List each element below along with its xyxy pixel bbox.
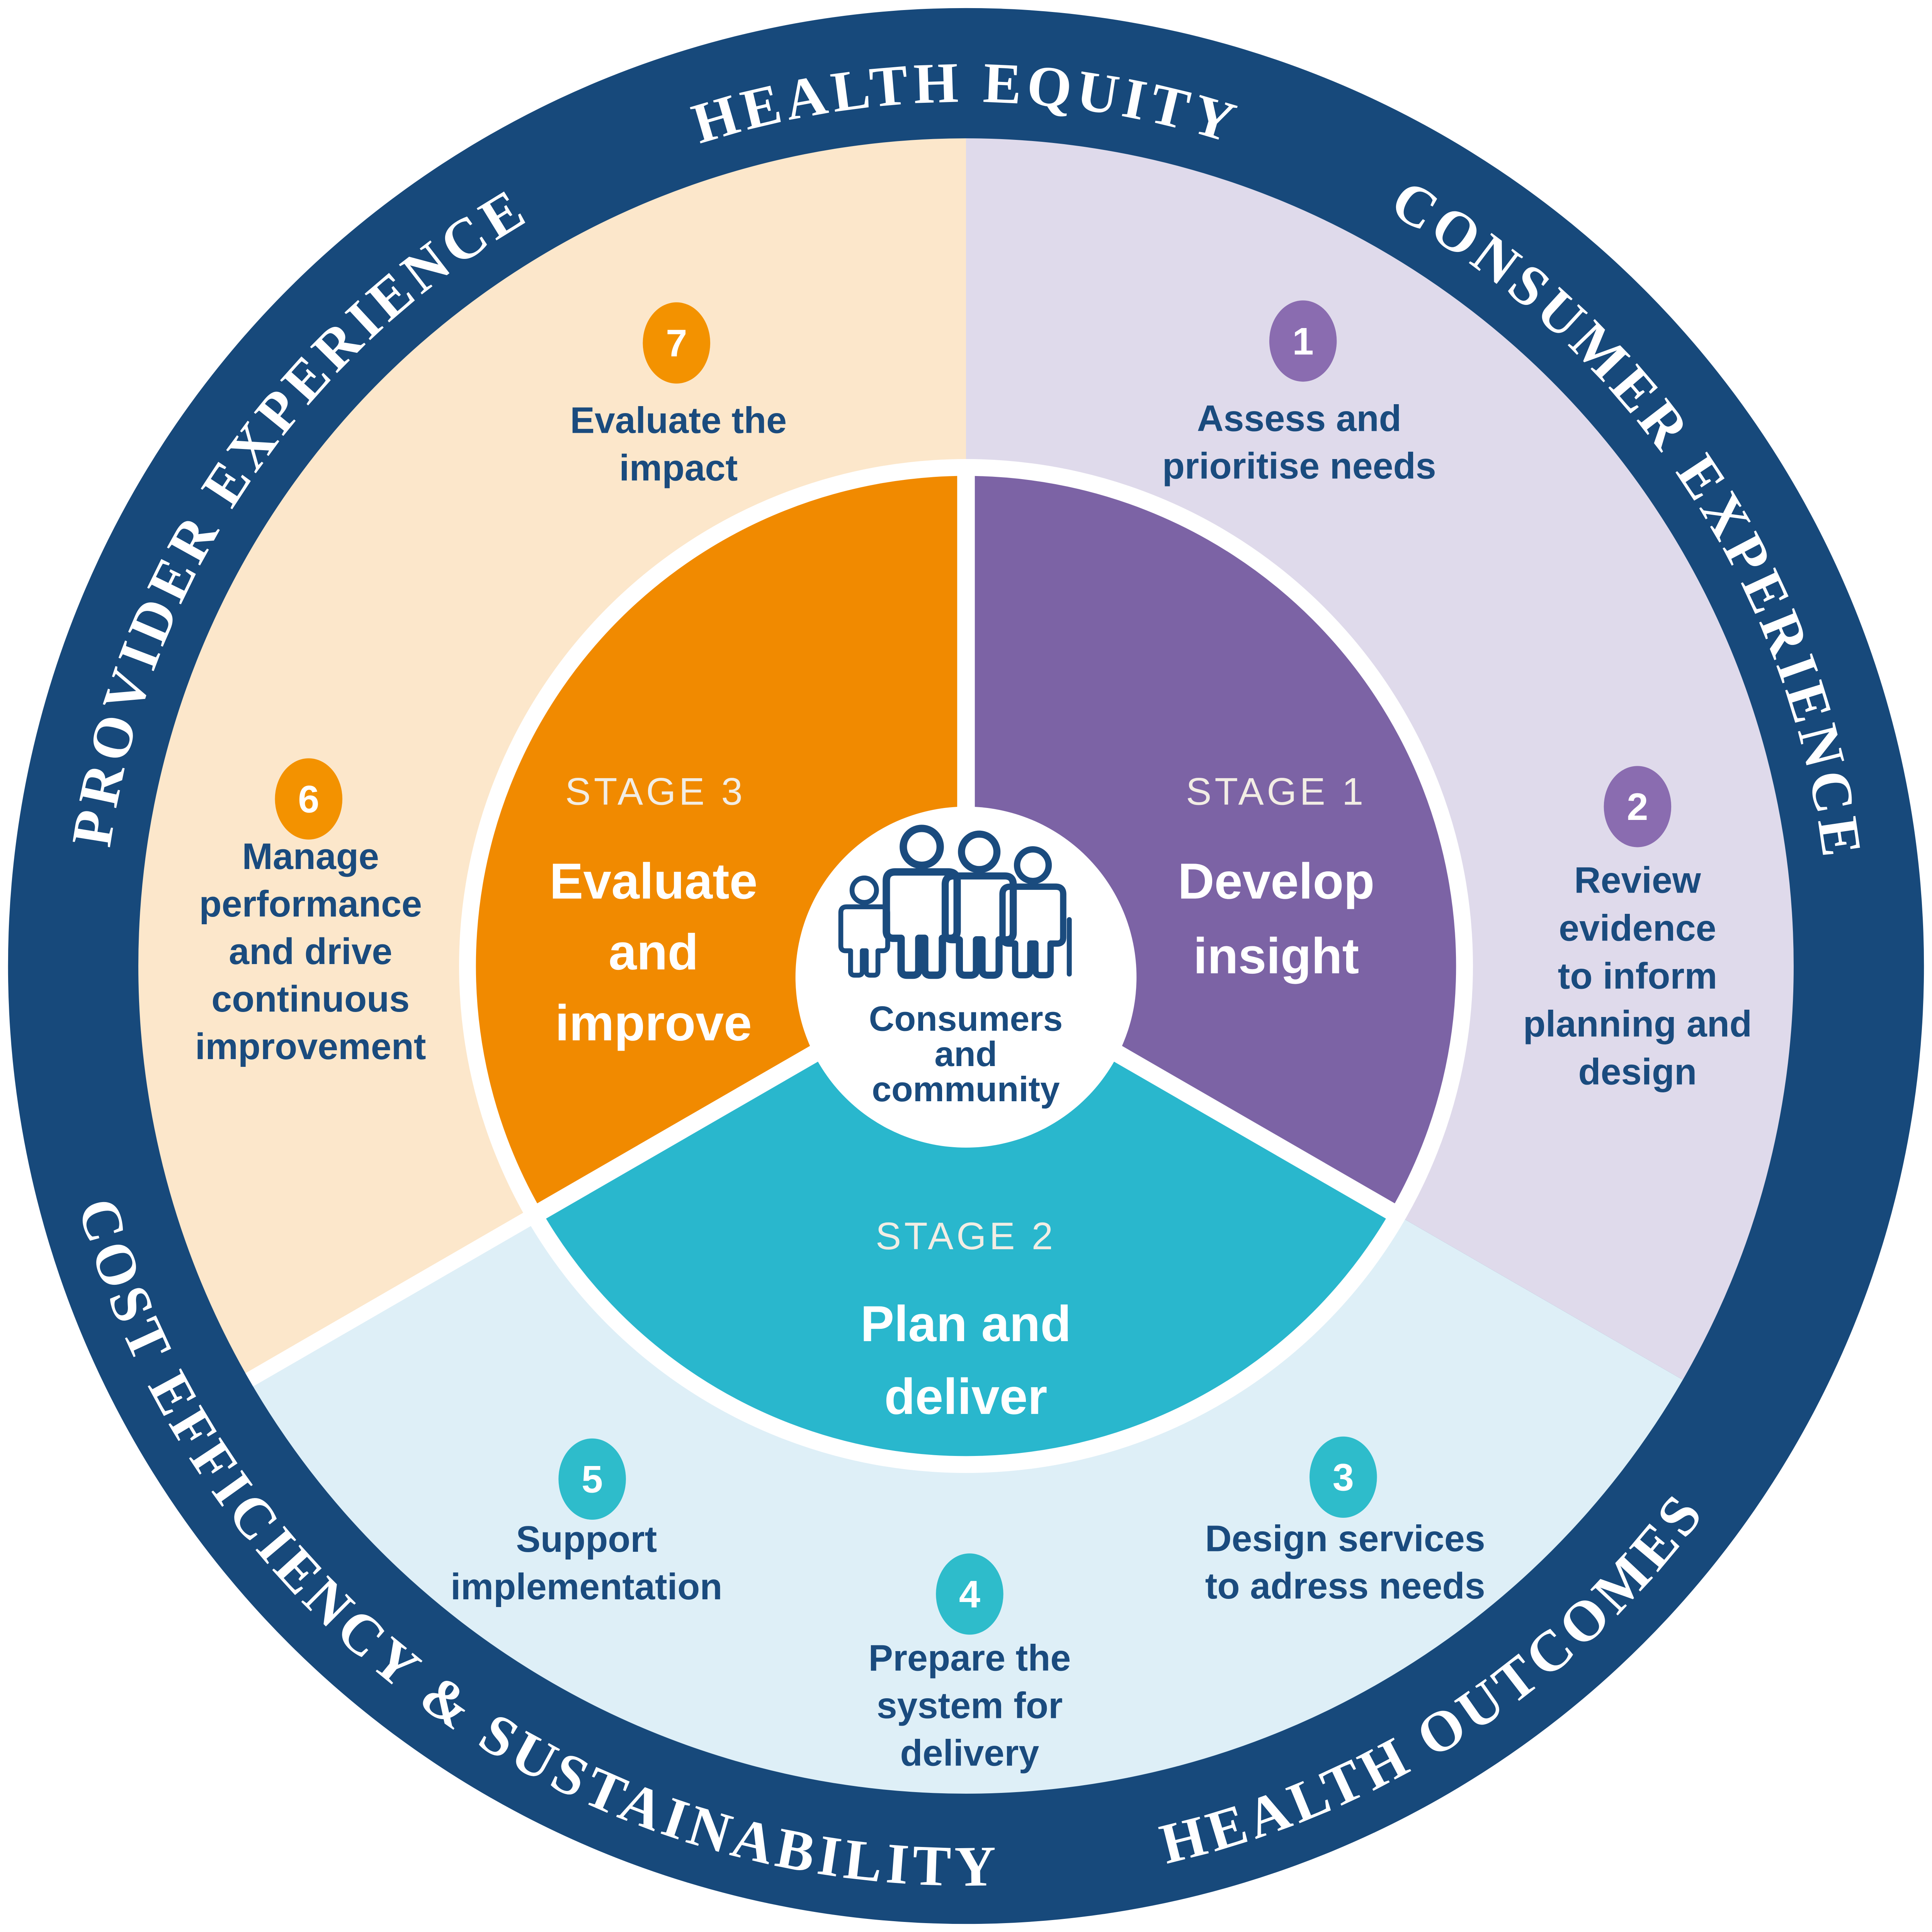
step-2-line3: to inform bbox=[1558, 956, 1717, 997]
step-1-line2: prioritise needs bbox=[1162, 446, 1436, 487]
stage3-title-line1: Evaluate bbox=[549, 852, 757, 909]
step-2-line1: Review bbox=[1574, 860, 1701, 901]
people-group-icon bbox=[841, 828, 1072, 975]
step-6-number: 6 bbox=[298, 778, 319, 821]
step-1-badge bbox=[1269, 300, 1337, 382]
step-5-badge bbox=[558, 1438, 626, 1520]
step-3-number: 3 bbox=[1333, 1456, 1354, 1499]
step-2-badge bbox=[1604, 766, 1672, 847]
step-4-number: 4 bbox=[959, 1573, 980, 1616]
center-label-line3: community bbox=[872, 1070, 1060, 1109]
stage3-label-group: STAGE 3 Evaluate and improve bbox=[549, 770, 757, 1051]
step-2-line5: design bbox=[1578, 1051, 1697, 1092]
step-4-badge bbox=[936, 1553, 1003, 1635]
step-6-line2: performance bbox=[199, 884, 422, 925]
stage3-title-line2: and bbox=[609, 923, 699, 980]
step-5-line1: Support bbox=[516, 1519, 657, 1560]
pale-sector-stage1 bbox=[966, 138, 1794, 1380]
step-4-line1: Prepare the bbox=[869, 1638, 1071, 1679]
step-1: 1 Assess and prioritise needs bbox=[1162, 300, 1436, 487]
step-7-number: 7 bbox=[666, 322, 687, 365]
step-7-badge bbox=[643, 302, 711, 384]
step-6-line3: and drive bbox=[229, 931, 392, 972]
stage2-label: STAGE 2 bbox=[876, 1215, 1056, 1258]
stage1-title-line2: insight bbox=[1193, 927, 1359, 984]
step-6-line4: continuous bbox=[211, 979, 410, 1020]
step-7: 7 Evaluate the impact bbox=[570, 302, 787, 489]
stage1-label-group: STAGE 1 Develop insight bbox=[1178, 770, 1374, 984]
step-6-badge bbox=[275, 758, 343, 840]
step-3-badge bbox=[1310, 1436, 1377, 1518]
pale-sector-stage2 bbox=[249, 1219, 1683, 1794]
step-5-number: 5 bbox=[582, 1458, 603, 1501]
step-4-line2: system for bbox=[877, 1685, 1063, 1726]
center-label-line2: and bbox=[934, 1034, 997, 1074]
step-5: 5 Support implementation bbox=[451, 1438, 722, 1607]
step-3-line2: to adress needs bbox=[1205, 1566, 1485, 1607]
step-2: 2 Review evidence to inform planning and… bbox=[1523, 766, 1752, 1092]
step-7-line1: Evaluate the bbox=[570, 400, 787, 441]
stage3-label: STAGE 3 bbox=[565, 770, 746, 813]
stage3-title-line3: improve bbox=[555, 994, 752, 1051]
center-label-line1: Consumers bbox=[869, 999, 1063, 1039]
pale-sector-stage3 bbox=[138, 138, 966, 1380]
stage1-title-line1: Develop bbox=[1178, 852, 1374, 909]
pale-sector-divider bbox=[245, 1206, 542, 1387]
stage2-title-line1: Plan and bbox=[861, 1295, 1071, 1352]
step-3-line1: Design services bbox=[1205, 1518, 1485, 1559]
step-1-line1: Assess and bbox=[1197, 398, 1401, 439]
step-4: 4 Prepare the system for delivery bbox=[869, 1553, 1071, 1774]
step-3: 3 Design services to adress needs bbox=[1205, 1436, 1485, 1607]
step-7-line2: impact bbox=[619, 448, 738, 489]
step-2-line2: evidence bbox=[1559, 908, 1716, 949]
step-6: 6 Manage performance and drive continuou… bbox=[195, 758, 426, 1067]
step-2-number: 2 bbox=[1627, 786, 1648, 828]
step-4-line3: delivery bbox=[900, 1733, 1039, 1774]
inner-gap-ring bbox=[459, 459, 1473, 1473]
step-1-number: 1 bbox=[1293, 320, 1314, 363]
stage2-title-line2: deliver bbox=[884, 1368, 1047, 1425]
step-2-line4: planning and bbox=[1523, 1003, 1752, 1044]
stage1-label: STAGE 1 bbox=[1186, 770, 1366, 813]
step-6-line1: Manage bbox=[242, 836, 379, 877]
step-5-line2: implementation bbox=[451, 1566, 722, 1607]
stage2-label-group: STAGE 2 Plan and deliver bbox=[861, 1215, 1071, 1425]
step-6-line5: improvement bbox=[195, 1026, 426, 1067]
